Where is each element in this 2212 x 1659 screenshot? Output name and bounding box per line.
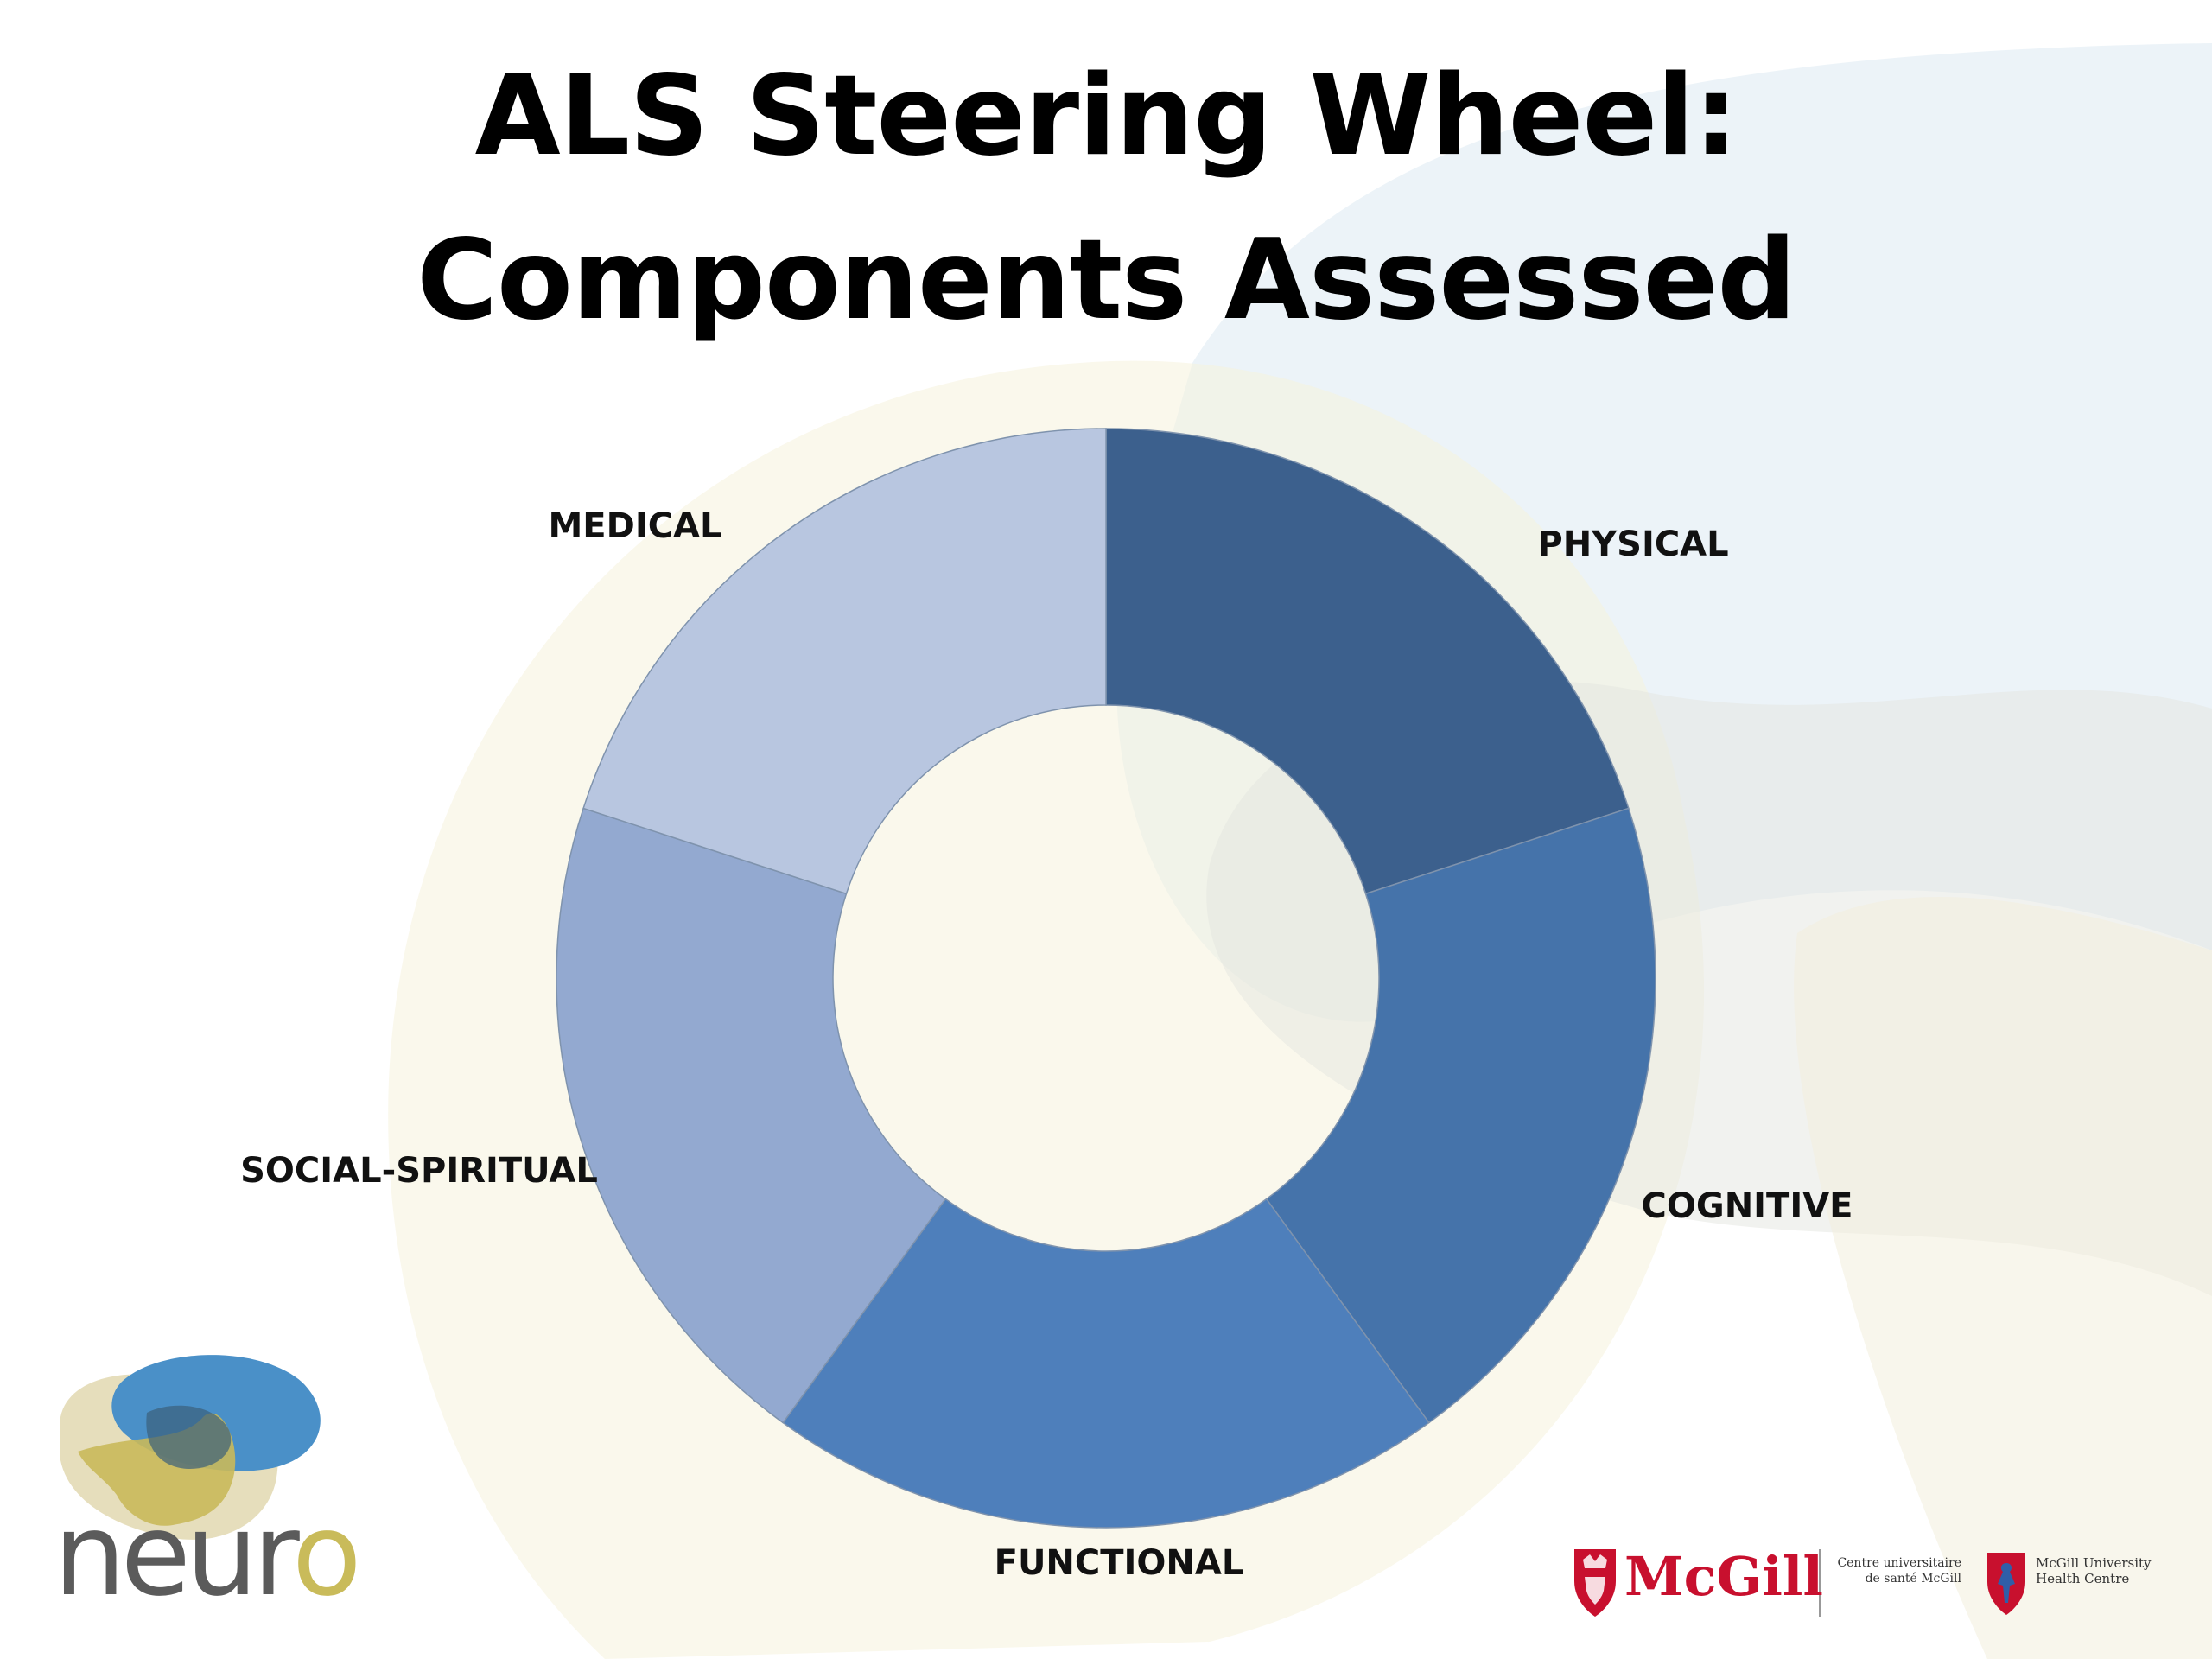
slice-label-physical: PHYSICAL	[1537, 524, 1728, 564]
neuro-logo-icon	[60, 1355, 321, 1540]
muhc-line-1: McGill University	[2036, 1555, 2152, 1571]
cusm-line-2: de santé McGill	[1865, 1572, 1961, 1586]
slice-label-cognitive: COGNITIVE	[1642, 1186, 1853, 1226]
donut-slice-functional	[782, 1198, 1430, 1529]
donut-labels: PHYSICAL COGNITIVE FUNCTIONAL SOCIAL-SPIRIT…	[240, 506, 1853, 1583]
title-line-1: ALS Steering Wheel:	[474, 52, 1738, 181]
cusm-line-1: Centre universitaire	[1837, 1556, 1961, 1570]
muhc-shield-figure	[1998, 1563, 2015, 1603]
mcgill-logo-wordmark: McGill	[1624, 1545, 1823, 1608]
title-line-2: Components Assessed	[416, 216, 1796, 345]
slice-label-medical: MEDICAL	[548, 506, 721, 546]
cusm-logo-text: Centre universitaire de santé McGill	[1815, 1555, 1961, 1586]
donut-slice-social-spiritual	[556, 807, 947, 1424]
page-title: ALS Steering Wheel: Components Assessed	[242, 35, 1970, 363]
neuro-logo-wordmark: neuro	[54, 1489, 362, 1622]
muhc-line-2: Health Centre	[2036, 1571, 2130, 1586]
muhc-logo-text: McGill University Health Centre	[2036, 1555, 2174, 1586]
donut-slice-cognitive	[1265, 807, 1656, 1424]
neuro-logo-dark-shape	[146, 1405, 232, 1469]
donut-slice-medical	[582, 428, 1107, 895]
neuro-wordmark-main: neur	[54, 1489, 297, 1622]
mcgill-logo-graphics	[1574, 1549, 2025, 1617]
donut-slices	[556, 428, 1656, 1529]
background-light-curve	[1794, 896, 2212, 1659]
neuro-wordmark-o: o	[291, 1489, 362, 1622]
slice-label-functional: FUNCTIONAL	[995, 1543, 1244, 1583]
mcgill-shield-detail	[1583, 1554, 1607, 1605]
donut-slice-physical	[1105, 428, 1630, 895]
slice-label-social-spiritual: SOCIAL-SPIRITUAL	[240, 1151, 598, 1191]
